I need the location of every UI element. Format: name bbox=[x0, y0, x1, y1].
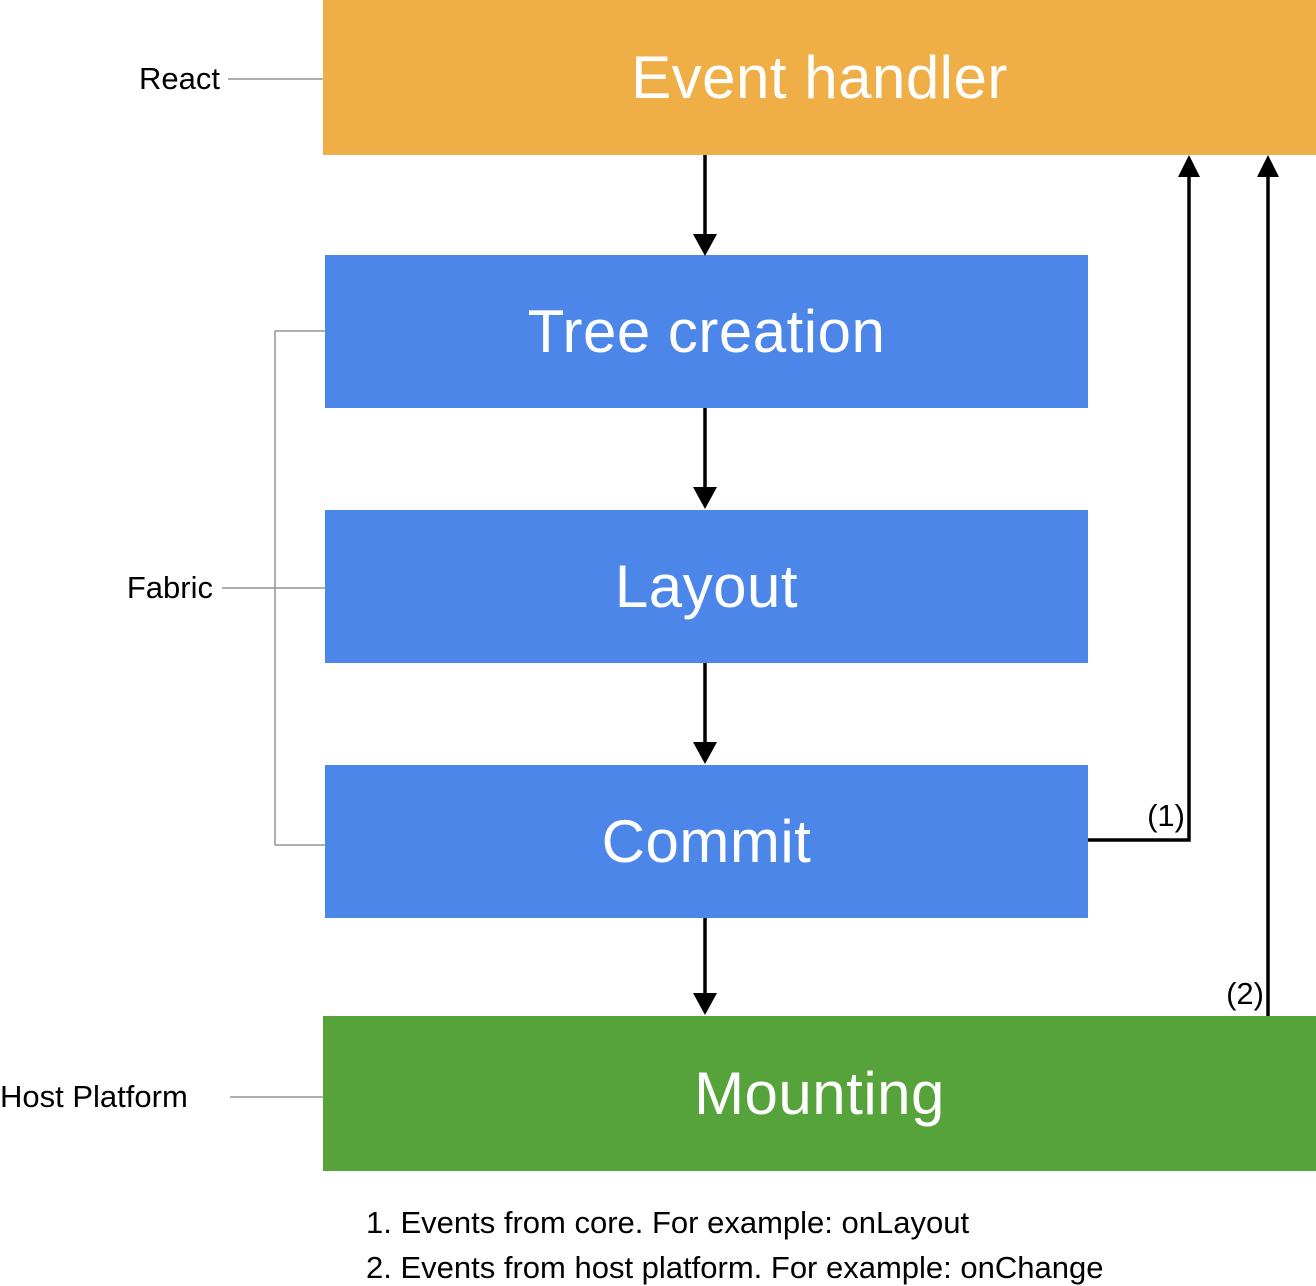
arrow-tree-to-layout bbox=[693, 408, 717, 509]
footnotes: 1. Events from core. For example: onLayo… bbox=[366, 1200, 1103, 1286]
arrow-commit-to-event-handler bbox=[1088, 155, 1200, 842]
footnote-2: 2. Events from host platform. For exampl… bbox=[366, 1250, 1104, 1285]
mounting-label: Mounting bbox=[694, 1060, 945, 1127]
mounting-box: Mounting bbox=[323, 1016, 1316, 1171]
arrow-annotation-1: (1) bbox=[1147, 798, 1185, 833]
arrow-layout-to-commit bbox=[693, 663, 717, 764]
host-platform-side-label: Host Platform bbox=[0, 1079, 188, 1114]
arrow-event-to-tree bbox=[693, 155, 717, 256]
fabric-bracket bbox=[222, 330, 325, 846]
arrow-annotation-2: (2) bbox=[1226, 976, 1264, 1011]
react-side-label: React bbox=[139, 61, 220, 96]
commit-label: Commit bbox=[601, 808, 812, 875]
layout-box: Layout bbox=[325, 510, 1088, 663]
commit-box: Commit bbox=[325, 765, 1088, 918]
fabric-side-label: Fabric bbox=[126, 570, 213, 605]
layout-label: Layout bbox=[614, 553, 799, 620]
footnote-1: 1. Events from core. For example: onLayo… bbox=[366, 1205, 970, 1240]
tree-creation-label: Tree creation bbox=[527, 298, 886, 365]
arrow-mounting-to-event-handler bbox=[1257, 155, 1279, 1016]
event-handler-box: Event handler bbox=[323, 0, 1316, 155]
arrow-commit-to-mounting bbox=[693, 918, 717, 1015]
tree-creation-box: Tree creation bbox=[325, 255, 1088, 408]
event-handler-label: Event handler bbox=[631, 44, 1008, 111]
